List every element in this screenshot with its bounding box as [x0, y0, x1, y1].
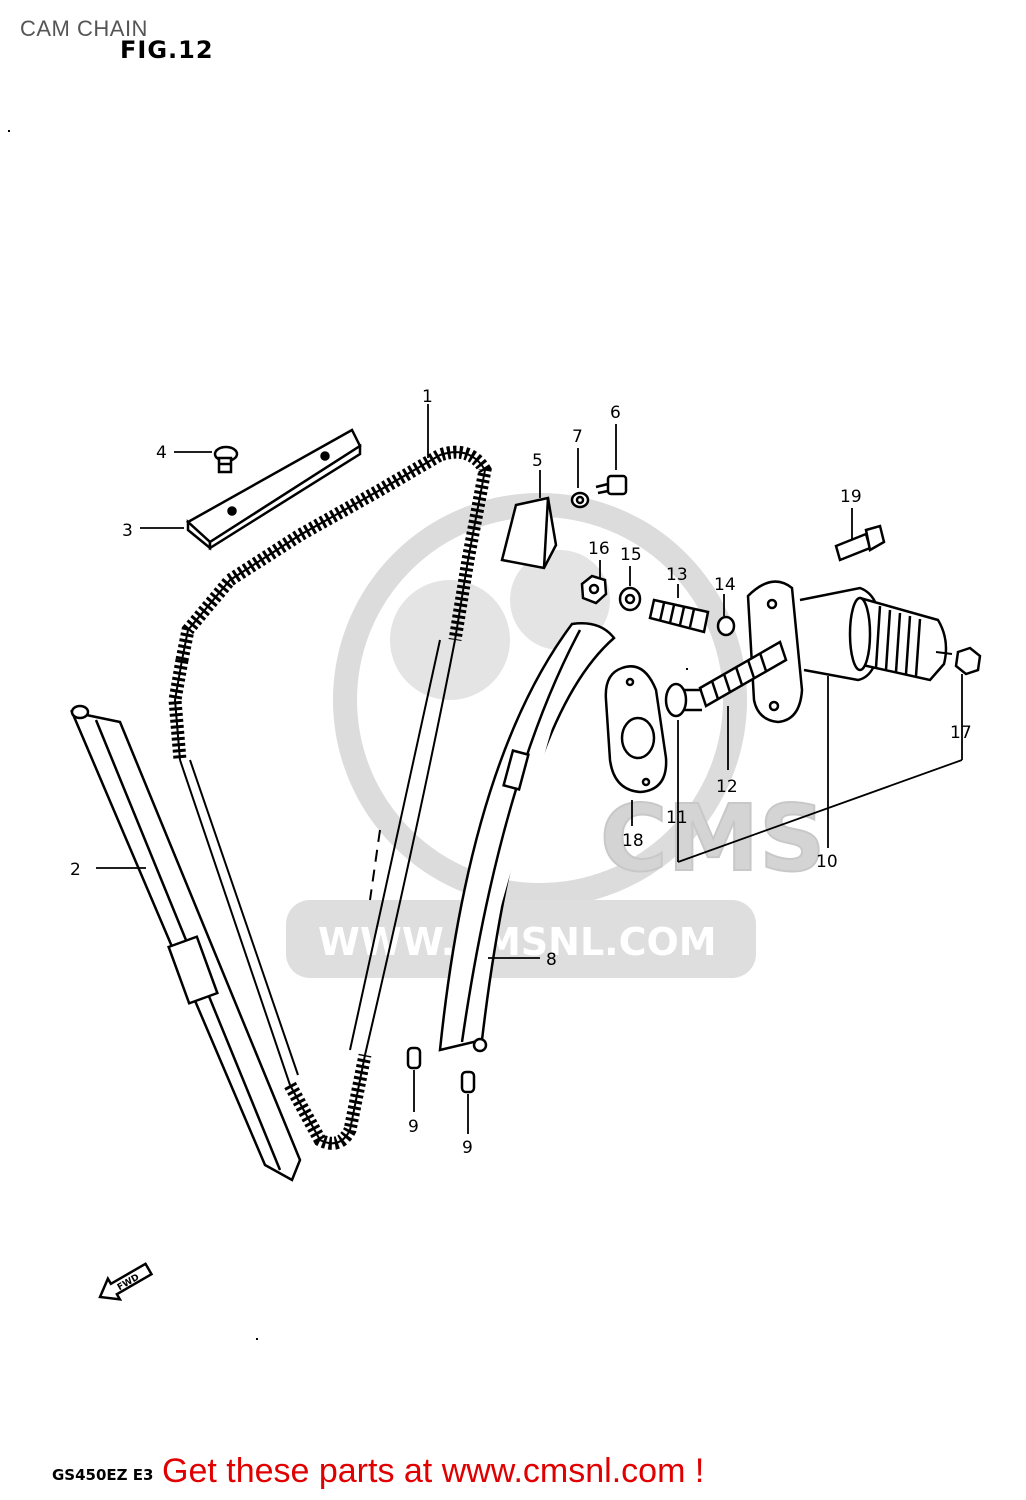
- part-13-spring: [648, 598, 710, 634]
- watermark-url: WWW.CMSNL.COM: [318, 920, 717, 964]
- part-1-cam-chain: [168, 445, 492, 1150]
- page-title: CAM CHAIN: [20, 16, 148, 41]
- cmsnl-watermark: CMS WWW.CMSNL.COM: [286, 493, 826, 978]
- part-9-dowel-b: [460, 1070, 476, 1094]
- part-2-chain-tensioner-guide: [69, 704, 302, 1182]
- fwd-arrow: FWD: [98, 1262, 154, 1301]
- part-9-dowel-a: [406, 1046, 422, 1070]
- callout-labels: 1 2 3 4 5 6 7 8 9 9 10 11 12 13 14 15 16…: [70, 387, 972, 1158]
- figure-title: FIG.12: [120, 36, 214, 64]
- callout-4: 4: [156, 443, 167, 463]
- callout-9a: 9: [408, 1117, 419, 1137]
- stray-dot: [686, 668, 688, 670]
- callout-15: 15: [620, 545, 642, 565]
- leader-lines: [96, 404, 963, 1134]
- callout-10: 10: [816, 852, 838, 872]
- model-code: GS450EZ E3: [52, 1466, 154, 1484]
- callout-19: 19: [840, 487, 862, 507]
- callout-5: 5: [532, 451, 543, 471]
- callout-8: 8: [546, 950, 557, 970]
- callout-17: 17: [950, 723, 972, 743]
- callout-16: 16: [588, 539, 610, 559]
- part-14-o-ring: [716, 615, 736, 637]
- callout-3: 3: [122, 521, 133, 541]
- part-3-cam-chain-guide: [185, 428, 362, 551]
- watermark-url-bar: [286, 900, 756, 978]
- callout-14: 14: [714, 575, 736, 595]
- part-11-push-rod: [664, 682, 702, 718]
- part-18-gasket: [604, 665, 668, 794]
- callout-9b: 9: [462, 1138, 473, 1158]
- callout-6: 6: [610, 403, 621, 423]
- get-parts-link[interactable]: Get these parts at www.cmsnl.com !: [158, 1452, 709, 1491]
- part-12-spring: [698, 640, 788, 708]
- callout-12: 12: [716, 777, 738, 797]
- callout-1: 1: [422, 387, 433, 407]
- part-17-bolt: [954, 646, 982, 676]
- callout-7: 7: [572, 427, 583, 447]
- part-4-screw: [213, 445, 239, 474]
- watermark-brand: CMS: [600, 785, 825, 892]
- callout-13: 13: [666, 565, 688, 585]
- part-19-bolt: [834, 524, 886, 562]
- part-7-washer: [570, 491, 590, 509]
- part-15-washer: [618, 586, 642, 612]
- stray-dot: [256, 1338, 258, 1340]
- part-6-bolt: [595, 474, 628, 496]
- part-16-nut: [580, 574, 608, 605]
- part-8-cam-chain-guide-no2: [438, 622, 616, 1053]
- callout-18: 18: [622, 831, 644, 851]
- callout-11: 11: [666, 808, 688, 828]
- part-5-cushion: [500, 496, 558, 570]
- callout-2: 2: [70, 860, 81, 880]
- stray-dot: [8, 130, 10, 132]
